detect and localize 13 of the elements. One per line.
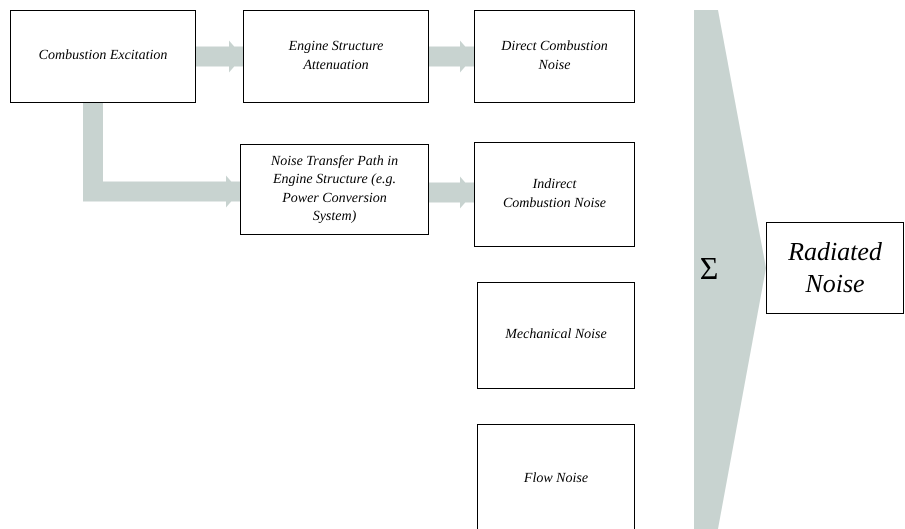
block-arrow [429, 40, 474, 72]
process-box: Mechanical Noise [477, 282, 635, 389]
process-box: Combustion Excitation [10, 10, 196, 103]
result-box: Radiated Noise [766, 222, 904, 314]
process-box: Direct Combustion Noise [474, 10, 635, 103]
sum-symbol: Σ [698, 250, 720, 287]
process-box: Indirect Combustion Noise [474, 142, 635, 247]
process-box: Noise Transfer Path in Engine Structure (e.g. Power Conversion System) [240, 144, 429, 235]
block-arrow [83, 103, 240, 208]
block-arrow [196, 40, 243, 72]
block-arrow [429, 176, 474, 208]
process-box: Flow Noise [477, 424, 635, 529]
process-box: Engine Structure Attenuation [243, 10, 429, 103]
